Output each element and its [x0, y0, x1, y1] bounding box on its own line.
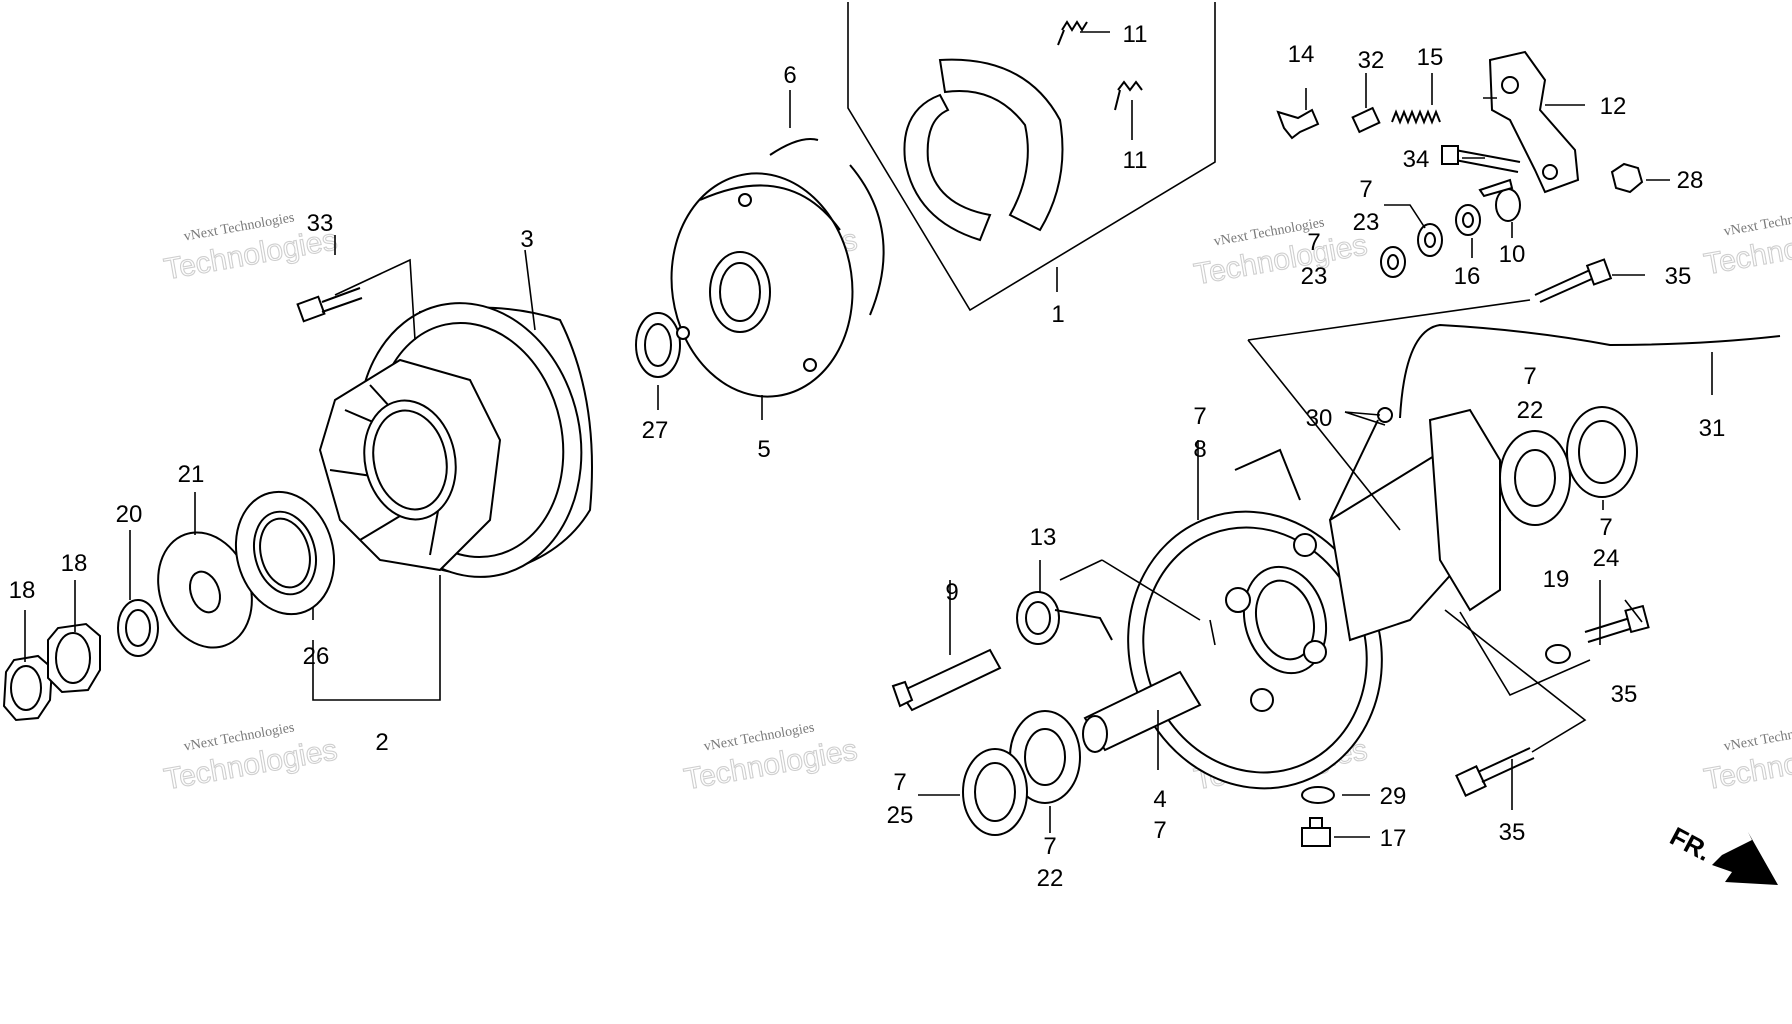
callout-30: 30 [1306, 405, 1333, 432]
callout-24: 24 [1593, 545, 1620, 572]
washer [117, 599, 159, 657]
callout-4-sub: 7 [1153, 817, 1166, 844]
lock-nut [2, 654, 54, 722]
callout-8-sub: 7 [1193, 403, 1206, 430]
callout-31: 31 [1699, 415, 1726, 442]
callout-1: 1 [1051, 301, 1064, 328]
grease-fitting [1329, 407, 1393, 521]
bolt-head [1441, 145, 1459, 165]
brake-panel [670, 172, 854, 398]
drain-bolt [1301, 817, 1331, 847]
brake-drum [318, 302, 593, 578]
lock-nut [47, 622, 101, 694]
callout-22a-sub: 7 [1523, 363, 1536, 390]
nut [1610, 162, 1644, 194]
callout-35b: 35 [1611, 681, 1638, 708]
spring [1057, 20, 1088, 46]
callout-27: 27 [642, 417, 669, 444]
bolt [1584, 604, 1650, 643]
callout-4: 4 [1153, 786, 1166, 813]
callout-8: 8 [1193, 436, 1206, 463]
callout-12: 12 [1600, 93, 1627, 120]
return-spring [1391, 109, 1441, 125]
bolt [1454, 149, 1521, 173]
callout-22b: 22 [1037, 865, 1064, 892]
pin [1351, 106, 1381, 134]
callout-35c: 35 [1499, 819, 1526, 846]
callout-25-sub: 7 [893, 769, 906, 796]
callout-28: 28 [1677, 167, 1704, 194]
wear-indicator [1478, 178, 1521, 222]
brake-arm-wing [1276, 108, 1320, 140]
oil-seal [1566, 406, 1638, 498]
washer [1545, 644, 1571, 664]
callout-10: 10 [1499, 241, 1526, 268]
callout-5: 5 [757, 436, 770, 463]
bolt [296, 287, 363, 323]
washer [1455, 204, 1481, 236]
oil-seal-small [635, 312, 681, 378]
bolt [1534, 258, 1613, 303]
callout-13: 13 [1030, 524, 1057, 551]
callout-14: 14 [1288, 41, 1315, 68]
leader-lines [24, 2, 1713, 838]
ball-bearing [1499, 430, 1571, 526]
callout-18b: 18 [61, 550, 88, 577]
callout-33: 33 [307, 210, 334, 237]
callout-24-sub: 7 [1599, 514, 1612, 541]
sealing-washer [1301, 786, 1335, 804]
watermark: Technologies vNext Technologies [1701, 205, 1792, 282]
callout-16: 16 [1454, 263, 1481, 290]
bolt [1455, 747, 1535, 797]
callout-6: 6 [783, 62, 796, 89]
callout-19: 19 [1543, 566, 1570, 593]
callout-11a: 11 [1123, 21, 1148, 48]
callout-20: 20 [116, 501, 143, 528]
callout-34: 34 [1403, 146, 1430, 173]
front-direction-arrow: FR. [1665, 821, 1778, 885]
spring [1114, 80, 1143, 111]
callout-9: 9 [945, 579, 958, 606]
brake-arm [1488, 50, 1580, 194]
oil-seal [962, 748, 1028, 836]
breather-tube [1399, 323, 1781, 419]
spacer-tube [1082, 670, 1202, 753]
brake-shoe [903, 58, 1064, 242]
watermark: Technologies vNext Technologies [1701, 720, 1792, 797]
callout-29: 29 [1380, 783, 1407, 810]
watermark: Technologies vNext Technologies [161, 720, 340, 797]
callout-25: 25 [887, 802, 914, 829]
callout-32: 32 [1358, 47, 1385, 74]
callout-2: 2 [375, 729, 388, 756]
callout-35a: 35 [1665, 263, 1692, 290]
parts: FR. [2, 20, 1781, 885]
direction-label: FR. [1665, 821, 1716, 867]
axle-housing [1127, 408, 1502, 790]
callout-18a: 18 [9, 577, 36, 604]
callout-17: 17 [1380, 825, 1407, 852]
callout-23b: 23 [1301, 263, 1328, 290]
oil-seal [234, 490, 336, 616]
callout-26: 26 [303, 643, 330, 670]
callout-15: 15 [1417, 44, 1444, 71]
callout-23a: 23 [1353, 209, 1380, 236]
washer [1380, 246, 1406, 278]
callout-23a-sub: 7 [1359, 176, 1372, 203]
watermark: Technologies vNext Technologies [681, 720, 860, 797]
callout-11b: 11 [1123, 147, 1148, 174]
callout-labels: 1 2 3 4 7 5 6 7 8 9 10 11 11 12 13 14 15… [9, 21, 1726, 892]
plate-washer [157, 531, 253, 649]
callout-3: 3 [520, 226, 533, 253]
callout-22b-sub: 7 [1043, 833, 1056, 860]
dust-seal [1016, 591, 1113, 645]
callout-22a: 22 [1517, 397, 1544, 424]
callout-21: 21 [178, 461, 205, 488]
washer [1417, 223, 1443, 257]
watermark: Technologies vNext Technologies [1191, 215, 1370, 292]
o-ring [769, 138, 885, 316]
callout-23b-sub: 7 [1307, 229, 1320, 256]
brake-cam [891, 648, 1002, 712]
